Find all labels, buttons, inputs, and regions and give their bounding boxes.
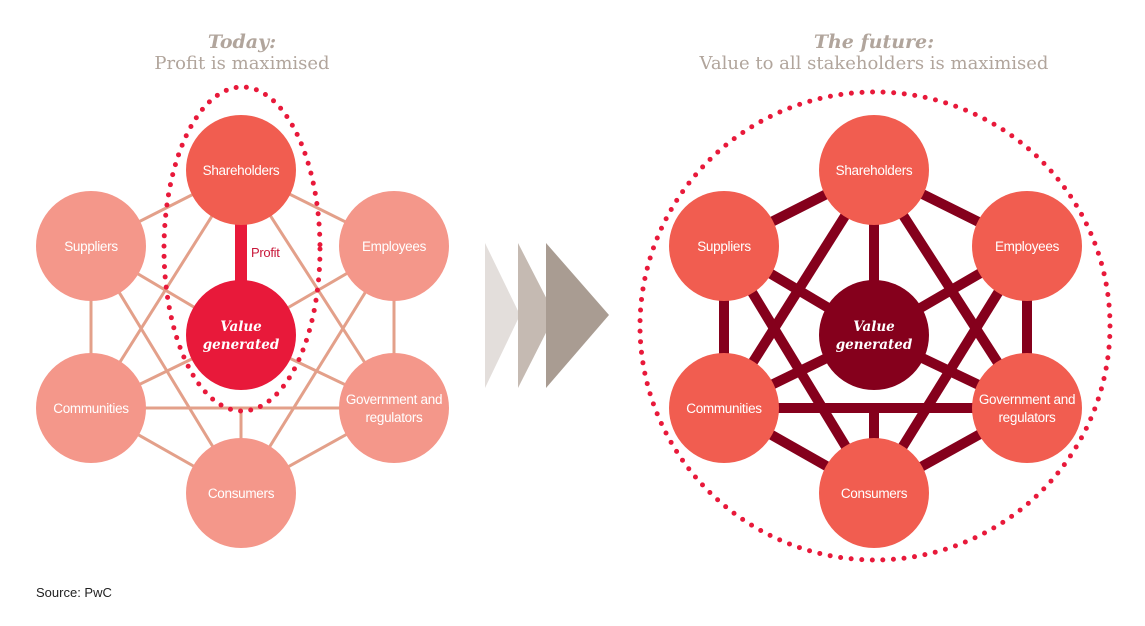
node-circle: [819, 438, 929, 548]
dotted-outlines: [161, 84, 1113, 563]
chevron-2: [518, 243, 555, 388]
node-suppliers: Suppliers: [669, 191, 779, 301]
all-stakeholders-outline: [637, 89, 1113, 563]
node-label: Consumers: [208, 486, 275, 501]
future-title: The future:: [813, 31, 935, 53]
future-heading: The future: Value to all stakeholders is…: [674, 31, 1074, 75]
node-consumers: Consumers: [186, 438, 296, 548]
node-circle: [186, 115, 296, 225]
node-circle: [339, 191, 449, 301]
node-label: Government and: [346, 392, 442, 407]
node-circle: [669, 353, 779, 463]
node-label: Employees: [362, 239, 427, 254]
chevron-1: [485, 243, 520, 388]
node-suppliers: Suppliers: [36, 191, 146, 301]
value-circle: [186, 280, 296, 390]
value-circle: [819, 280, 929, 390]
value-label: generated: [836, 337, 913, 353]
node-employees: Employees: [972, 191, 1082, 301]
chevron-3: [546, 243, 609, 388]
today-heading: Today: Profit is maximised: [92, 31, 392, 75]
node-government: Government and regulators: [339, 353, 449, 463]
node-circle: [972, 353, 1082, 463]
node-shareholders: Shareholders: [186, 115, 296, 225]
node-communities: Communities: [669, 353, 779, 463]
node-value-generated: Value generated: [186, 280, 296, 390]
node-label: Suppliers: [64, 239, 118, 254]
node-employees: Employees: [339, 191, 449, 301]
node-circle: [186, 438, 296, 548]
node-circle: [339, 353, 449, 463]
node-circle: [972, 191, 1082, 301]
node-label: regulators: [998, 410, 1056, 425]
today-title: Today:: [207, 31, 277, 53]
value-label: generated: [203, 337, 280, 353]
node-label: Employees: [995, 239, 1060, 254]
node-shareholders: Shareholders: [819, 115, 929, 225]
node-circle: [36, 191, 146, 301]
node-label: Government and: [979, 392, 1075, 407]
profit-label: Profit: [251, 245, 280, 260]
value-label: Value: [220, 319, 262, 335]
node-label: Shareholders: [836, 163, 913, 178]
node-value-generated: Value generated: [819, 280, 929, 390]
today-subtitle: Profit is maximised: [154, 53, 330, 74]
node-label: regulators: [365, 410, 423, 425]
node-government: Government and regulators: [972, 353, 1082, 463]
node-label: Suppliers: [697, 239, 751, 254]
triple-chevron-right-icon: [485, 243, 609, 388]
value-label: Value: [853, 319, 895, 335]
node-label: Consumers: [841, 486, 908, 501]
future-subtitle: Value to all stakeholders is maximised: [699, 53, 1049, 74]
node-label: Communities: [686, 401, 762, 416]
node-circle: [819, 115, 929, 225]
profit-focus-outline: [161, 84, 323, 414]
source-note: Source: PwC: [36, 585, 112, 600]
node-label: Communities: [53, 401, 129, 416]
node-communities: Communities: [36, 353, 146, 463]
node-consumers: Consumers: [819, 438, 929, 548]
node-label: Shareholders: [203, 163, 280, 178]
node-circle: [36, 353, 146, 463]
node-circle: [669, 191, 779, 301]
